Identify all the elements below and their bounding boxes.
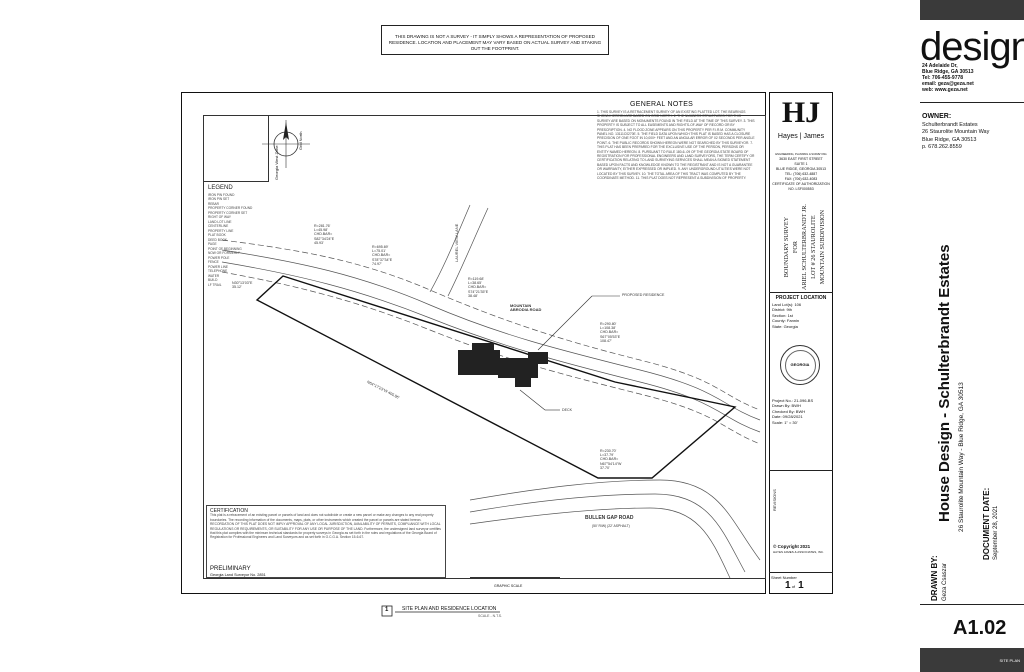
- revisions-label: REVISIONS: [772, 489, 777, 511]
- hayes-james-logo: HJ Hayes | James: [769, 92, 833, 152]
- sheet-number-divider: [920, 604, 1024, 605]
- certification-box: CERTIFICATION This plat is a retracement…: [206, 505, 446, 578]
- legend-item: CENTERLINE: [208, 224, 229, 228]
- disclaimer-note: THIS DRAWING IS NOT A SURVEY - IT SIMPLY…: [381, 25, 609, 55]
- legend-title: LEGEND: [208, 185, 233, 191]
- legend-item: POINT OF BEGINNING: [208, 246, 242, 251]
- legend-item: POWER LINE: [208, 264, 229, 269]
- legend-item: IRON PIN SET: [208, 197, 230, 201]
- owner-info: Schulterbrandt Estates 26 Staurolite Mou…: [922, 122, 990, 150]
- project-location: PROJECT LOCATION Land Lot(s): 106 Distri…: [769, 292, 833, 332]
- survey-sheet-number: Sheet Number 1 of 1: [769, 572, 833, 594]
- road-label-mountain: MOUNTAIN ABRODIA ROAD: [510, 303, 542, 313]
- north-arrow-grid: Grid North: [298, 131, 303, 150]
- hj-firm-name: Hayes | James: [777, 133, 825, 140]
- project-info: Project No.: 21-096-BS Drawn By: BWH Che…: [772, 398, 814, 425]
- legend-item: PAGE: [208, 242, 217, 246]
- legend-item: DEED BOOK: [208, 237, 227, 242]
- legend-item: FENCE: [208, 260, 219, 264]
- north-arrow-icon: [262, 120, 310, 168]
- north-arrow-zone: Georgia West Zone: [274, 145, 279, 180]
- design-logo: design: [920, 25, 1024, 69]
- preliminary-label: PRELIMINARY: [210, 566, 251, 572]
- drawn-by: Geza Csaszar: [942, 562, 948, 601]
- deck-label: DECK: [562, 408, 572, 412]
- lot-boundary: [255, 275, 737, 479]
- title-block-divider: [920, 102, 1024, 103]
- general-notes-text: 1. THIS SURVEY IS A RETRACEMENT SURVEY O…: [597, 110, 755, 181]
- general-notes-title: GENERAL NOTES: [630, 101, 694, 108]
- legend-item: WATER: [208, 273, 220, 278]
- sheet-number: A1.02: [953, 617, 1007, 639]
- copyright: © Copyright 2021 HAYES JAMES & ASSOCIATE…: [773, 544, 824, 554]
- site-plan-label: SITE PLAN AND RESIDENCE LOCATION: [402, 606, 497, 612]
- proposed-residence-label: PROPOSED RESIDENCE: [622, 293, 665, 297]
- legend-item: TELEPHONE: [208, 269, 228, 273]
- drawn-by-label: DRAWN BY:: [930, 555, 939, 601]
- legend-item: REBAR: [208, 201, 219, 206]
- sheet-name: SITE PLAN: [999, 658, 1020, 663]
- north-arrow-box: [203, 115, 269, 182]
- project-location-title: PROJECT LOCATION: [775, 295, 827, 301]
- document-date-label: DOCUMENT DATE:: [982, 487, 991, 560]
- legend-item: LAND LOT LINE: [208, 219, 232, 224]
- legend-item: PROPERTY CORNER FOUND: [208, 206, 253, 210]
- sheet-name-bar: SITE PLAN: [920, 648, 1024, 672]
- legend-item: LF TRAIL: [208, 282, 222, 287]
- road-label-bullen-sub: (50' R/W) (22' ASPHALT): [592, 524, 630, 528]
- surveyor-seal-icon: GEORGIA: [780, 345, 820, 385]
- owner-label: OWNER:: [922, 113, 952, 120]
- road-label-laurel: LAUREL VIEW LANE: [454, 223, 459, 262]
- legend-item: RIGHT OF WAY: [208, 215, 231, 219]
- legend-item: PLAT BOOK: [208, 233, 226, 237]
- legend-item: NOW OR FORMERLY: [208, 251, 240, 255]
- certification-text: This plat is a retracement of an existin…: [210, 513, 441, 540]
- hj-address: ENGINEERING, PLANNING & SURVEYING 3630 E…: [772, 153, 830, 191]
- project-title: House Design - Schulterbrandt Estates: [936, 244, 953, 522]
- graphic-scale-label: GRAPHIC SCALE: [494, 584, 523, 588]
- project-address: 26 Staurolite Mountain Way - Blue Ridge,…: [958, 382, 965, 532]
- road-label-bullen: BULLEN GAP ROAD: [585, 515, 634, 521]
- legend-item: PROPERTY LINE: [208, 228, 234, 233]
- title-block-header-bar: [920, 0, 1024, 20]
- document-date: September 28, 2021: [993, 505, 999, 560]
- surveyor-title-strip: [769, 92, 833, 594]
- legend-item: POWER POLE: [208, 255, 230, 260]
- revisions-box: REVISIONS: [769, 470, 833, 541]
- proposed-residence: [458, 343, 548, 387]
- survey-title-block: BOUNDARY SURVEY FOR ARIEL SCHULTERBRANDT…: [783, 204, 826, 290]
- hj-monogram: HJ: [781, 96, 821, 129]
- site-plan-number: 1: [385, 607, 389, 613]
- site-plan-scale: SCALE - N.T.S.: [478, 614, 503, 618]
- legend-item: BUILD: [208, 278, 218, 282]
- certification-title: CERTIFICATION: [210, 508, 248, 514]
- legend-item: PROPERTY CORNER SET: [208, 210, 248, 215]
- design-firm-address: 24 Adelaide Dr, Blue Ridge, GA 30513 Tel…: [922, 63, 974, 93]
- legend-item: IRON PIN FOUND: [208, 192, 235, 197]
- surveyor-line: Georgia Land Surveyor No. 2851: [210, 573, 266, 577]
